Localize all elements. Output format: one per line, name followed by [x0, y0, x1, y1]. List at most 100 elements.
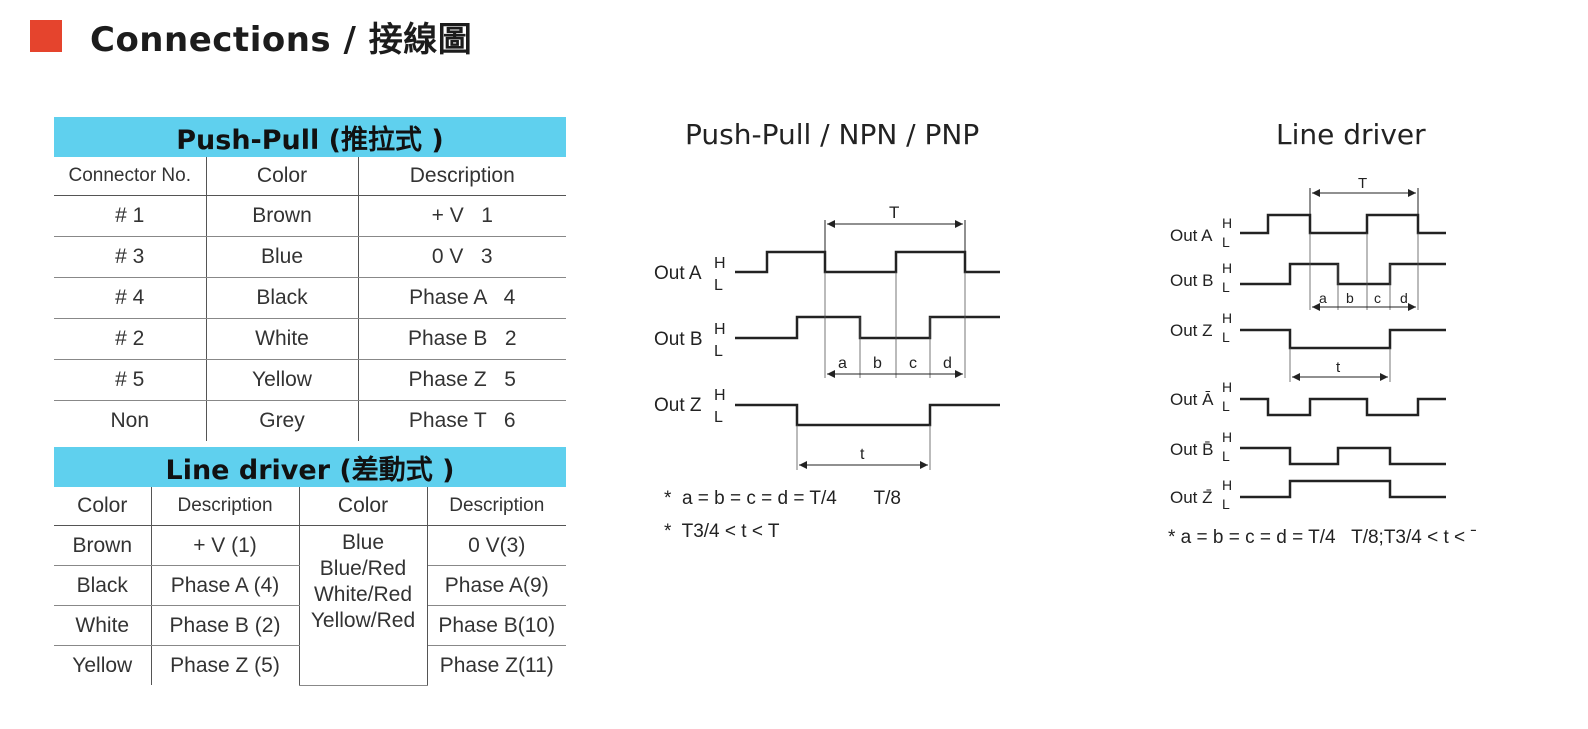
header-color: Color — [54, 487, 152, 526]
push-pull-note-1: * a = b = c = d = T/4 T/8 — [664, 488, 901, 509]
push-pull-table-title: Push-Pull (推拉式 ) — [54, 117, 566, 157]
out-b-label: Out B — [654, 329, 703, 350]
out-z-bar-waveform — [1240, 479, 1446, 499]
header-description: Description — [358, 157, 566, 196]
table-row: # 4 Black Phase A 4 — [54, 277, 566, 319]
line-driver-table: Line driver (差動式 ) Color Description Col… — [54, 447, 566, 686]
high-level-marker: H — [1222, 379, 1232, 395]
out-z-bar-label: Out Z̄ — [1170, 488, 1213, 507]
table-row: White Phase B (2) Phase B(10) — [54, 605, 566, 646]
period-label: T — [1358, 175, 1367, 192]
out-a-waveform — [1240, 213, 1446, 235]
color-cell: Brown — [54, 525, 152, 566]
out-z-waveform — [735, 403, 1000, 427]
out-b-waveform — [735, 315, 1000, 340]
color-cell: Black — [54, 565, 152, 606]
low-level-marker: L — [1222, 329, 1230, 345]
description-cell: Phase B (2) — [151, 605, 300, 646]
table-row: Black Phase A (4) Phase A(9) — [54, 565, 566, 606]
low-level-marker: L — [1222, 496, 1230, 512]
high-level-marker: H — [1222, 310, 1232, 326]
section-marker-square — [30, 20, 62, 52]
out-b-bar-label: Out B̄ — [1170, 440, 1213, 459]
low-level-marker: L — [714, 343, 723, 360]
line-driver-note: * a = b = c = d = T/4 T/8;T3/4 < t < ˉ — [1168, 527, 1477, 548]
description-cell: Phase A 4 — [358, 277, 566, 319]
merged-color-line: Blue — [341, 531, 385, 554]
table-row: # 1 Brown + V 1 — [54, 195, 566, 237]
push-pull-waveforms: Out A H L Out B H L Out Z H L T a b c d — [654, 203, 1000, 470]
out-b-bar-waveform — [1240, 446, 1446, 466]
merged-color-line: Blue/Red — [319, 557, 407, 580]
header-connector-no: Connector No. — [54, 157, 207, 196]
table-row: # 5 Yellow Phase Z 5 — [54, 359, 566, 401]
push-pull-diagram-title: Push-Pull / NPN / PNP — [685, 118, 980, 151]
description-cell: Phase Z(11) — [439, 653, 554, 677]
description-cell: + V 1 — [358, 195, 566, 237]
line-driver-table-title: Line driver (差動式 ) — [54, 447, 566, 487]
description-cell: Phase B 2 — [358, 318, 566, 360]
merged-color-line: Yellow/Red — [310, 609, 416, 632]
header-color: Color — [206, 157, 359, 196]
header-description: Description — [151, 487, 300, 526]
low-level-marker: L — [714, 277, 723, 294]
push-pull-table: Push-Pull (推拉式 ) Connector No. Color Des… — [54, 117, 566, 441]
merged-color-line: White/Red — [313, 583, 413, 606]
low-level-marker: L — [714, 409, 723, 426]
connector-cell: # 4 — [54, 277, 207, 319]
description-cell: Phase Z 5 — [358, 359, 566, 401]
high-level-marker: H — [1222, 429, 1232, 445]
out-z-label: Out Z — [654, 395, 702, 416]
out-a-label: Out A — [654, 263, 702, 284]
out-z-waveform — [1240, 328, 1446, 350]
table-row: # 2 White Phase B 2 — [54, 318, 566, 360]
low-level-marker: L — [1222, 234, 1230, 250]
quarter-label-b: b — [873, 355, 882, 372]
high-level-marker: H — [714, 321, 726, 338]
header-description-2: Description — [427, 487, 566, 526]
connector-cell: # 1 — [54, 195, 207, 237]
section-header: Connections / 接線圖 — [30, 10, 472, 62]
description-cell: + V (1) — [151, 525, 300, 566]
description-cell: Phase T 6 — [408, 409, 516, 432]
description-cell: Phase Z (5) — [151, 645, 300, 685]
color-cell: Brown — [206, 195, 359, 237]
out-a-bar-label: Out Ā — [1170, 390, 1214, 409]
connector-cell: Non — [54, 400, 207, 441]
low-level-marker: L — [1222, 448, 1230, 464]
connector-cell: # 3 — [54, 236, 207, 278]
out-b-waveform — [1240, 262, 1446, 286]
quarter-label-a: a — [838, 355, 847, 372]
high-level-marker: H — [714, 255, 726, 272]
table-row: Non Grey Phase T 6 — [54, 400, 566, 441]
description-cell: Phase B(10) — [427, 605, 566, 646]
color-cell: Yellow — [206, 359, 359, 401]
color-cell: Grey — [206, 400, 359, 441]
out-z-label: Out Z — [1170, 321, 1213, 340]
description-cell: 0 V 3 — [358, 236, 566, 278]
quarter-label-a: a — [1319, 290, 1327, 306]
quarter-label-b: b — [1346, 290, 1354, 306]
out-b-label: Out B — [1170, 271, 1213, 290]
high-level-marker: H — [1222, 260, 1232, 276]
table-row: # 3 Blue 0 V 3 — [54, 236, 566, 278]
push-pull-note-2: * T3/4 < t < T — [664, 521, 780, 542]
high-level-marker: H — [1222, 477, 1232, 493]
low-level-marker: L — [1222, 398, 1230, 414]
out-a-bar-waveform — [1240, 397, 1446, 417]
table-row: Yellow Phase Z (5) Phase Z(11) — [54, 645, 566, 685]
color-cell: Blue — [206, 236, 359, 278]
out-a-waveform — [735, 250, 1000, 274]
out-a-label: Out A — [1170, 226, 1213, 245]
table-row: Brown + V (1) Blue Blue/Red White/Red Ye… — [54, 525, 566, 686]
color-cell: Yellow — [54, 645, 152, 685]
color-cell: Black — [206, 277, 359, 319]
line-driver-diagram-title: Line driver — [1276, 118, 1426, 151]
quarter-label-d: d — [943, 355, 952, 372]
quarter-label-d: d — [1400, 290, 1408, 306]
color-cell: White — [206, 318, 359, 360]
quarter-label-c: c — [1374, 290, 1381, 306]
high-level-marker: H — [1222, 215, 1232, 231]
description-cell: Phase A(9) — [427, 565, 566, 606]
